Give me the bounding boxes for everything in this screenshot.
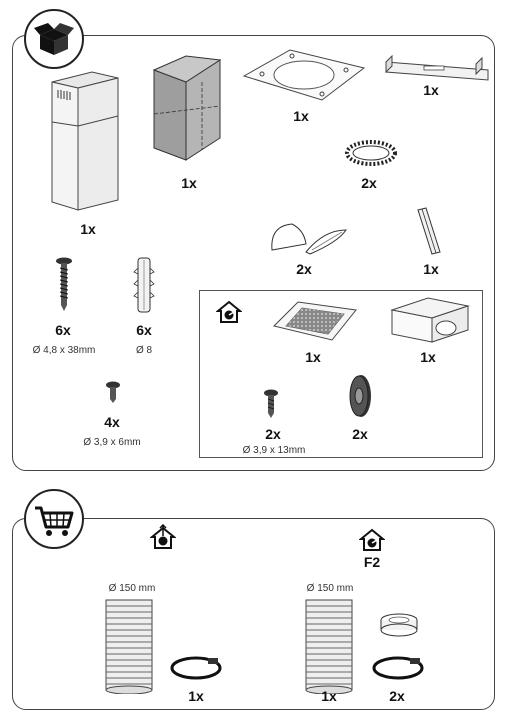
- right-pipe-qty: 1x: [321, 688, 337, 704]
- mounting-plate-qty: 1x: [293, 108, 309, 124]
- wall-plug-spec: Ø 8: [135, 345, 153, 356]
- long-screw-qty: 6x: [55, 322, 71, 338]
- small-screw-illustration: [106, 381, 120, 403]
- shopping-cart-icon: [35, 506, 74, 536]
- medium-screw-qty: 2x: [265, 426, 281, 442]
- right-pipe-diameter: Ø 150 mm: [306, 583, 354, 594]
- left-flex-pipe-illustration: [105, 599, 153, 694]
- right-clamp-qty: 2x: [389, 688, 405, 704]
- round-filter-qty: 2x: [352, 426, 368, 442]
- left-clamp-qty: 1x: [188, 688, 204, 704]
- box-icon: [34, 23, 74, 55]
- right-hose-clamp-illustration: [372, 656, 424, 680]
- round-filter-illustration: [349, 375, 371, 417]
- medium-screw-spec: Ø 3,9 x 13mm: [242, 445, 306, 456]
- house-recirculation-icon-f2: [359, 528, 385, 551]
- chimney-cover-qty: 1x: [80, 221, 96, 237]
- chimney-bracket-qty: 1x: [181, 175, 197, 191]
- house-extraction-icon: [150, 524, 176, 549]
- chimney-bracket-illustration: [152, 55, 222, 161]
- left-pipe-diameter: Ø 150 mm: [108, 583, 156, 594]
- small-screw-spec: Ø 3,9 x 6mm: [83, 437, 141, 448]
- gasket-ring-qty: 2x: [361, 175, 377, 191]
- left-hose-clamp-illustration: [170, 656, 222, 680]
- profile-strip-illustration: [417, 207, 441, 255]
- f2-mode-label: F2: [363, 554, 381, 570]
- long-screw-illustration: [56, 257, 72, 311]
- rail-bracket-qty: 1x: [423, 82, 439, 98]
- cart-badge: [24, 489, 84, 549]
- deflector-duct-illustration: [390, 297, 470, 343]
- gasket-ring-illustration: [345, 140, 397, 166]
- wall-plug-illustration: [133, 257, 155, 313]
- charcoal-filter-qty: 1x: [305, 349, 321, 365]
- chimney-cover-illustration: [51, 71, 119, 211]
- charcoal-filter-illustration: [273, 301, 357, 341]
- house-recirculation-icon: [216, 300, 242, 323]
- shell-pieces-illustration: [271, 223, 347, 255]
- optional-accessories-panel: [12, 518, 495, 710]
- small-screw-qty: 4x: [104, 414, 120, 430]
- right-flex-pipe-illustration: [305, 599, 353, 694]
- mounting-plate-illustration: [242, 49, 366, 101]
- wall-plug-qty: 6x: [136, 322, 152, 338]
- box-badge: [24, 9, 84, 69]
- profile-strip-qty: 1x: [423, 261, 439, 277]
- long-screw-spec: Ø 4,8 x 38mm: [32, 345, 96, 356]
- tape-roll-illustration: [380, 613, 418, 637]
- shell-pieces-qty: 2x: [296, 261, 312, 277]
- deflector-duct-qty: 1x: [420, 349, 436, 365]
- medium-screw-illustration: [264, 389, 278, 418]
- rail-bracket-illustration: [385, 54, 489, 81]
